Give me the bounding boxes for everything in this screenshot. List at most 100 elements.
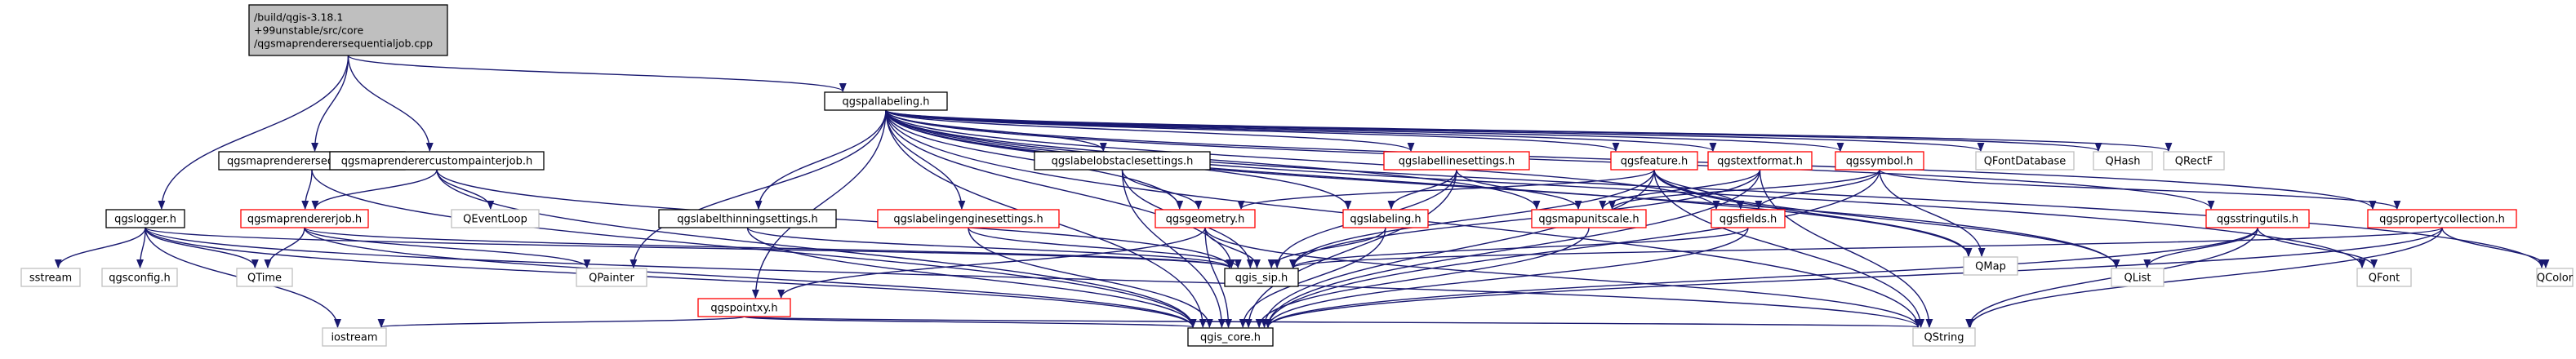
edge-qgsfeature-to-qgis_core — [1261, 169, 1655, 329]
edge-qgspallabeling-to-qgsfields — [885, 109, 1720, 211]
node-qgspropertycollection[interactable]: qgspropertycollection.h — [2367, 209, 2517, 228]
node-box-qgsgeometry — [1155, 209, 1256, 228]
edge-qgspallabeling-to-qrectf — [885, 109, 2172, 153]
node-label-qeventloop: QEventLoop — [463, 214, 527, 226]
node-box-qrectf — [2163, 151, 2225, 171]
edge-qgspropertycollection-to-qstring — [1966, 227, 2443, 329]
edge-qgsmaprendererjob-to-qpainter — [304, 227, 591, 269]
edge-qgssymbol-to-qgspropertycollection — [1879, 169, 2401, 211]
edge-qgspallabeling-to-qgspointxy — [751, 109, 887, 299]
edge-qgspallabeling-to-qpainter — [630, 109, 887, 269]
edge-qgsfeature-to-qmap — [1653, 169, 1973, 258]
node-qgsmapunitscale[interactable]: qgsmapunitscale.h — [1531, 209, 1647, 228]
node-label-qgslabellinesettings: qgslabellinesettings.h — [1399, 156, 1515, 168]
node-qgsfields[interactable]: qgsfields.h — [1711, 209, 1786, 228]
node-box-qgsstringutils — [2205, 209, 2310, 228]
node-box-qgslabelingenginesettings — [877, 209, 1060, 228]
node-label-qgsmapunitscale: qgsmapunitscale.h — [1538, 214, 1639, 226]
edge-qgslogger-to-qgis_core — [145, 227, 1197, 329]
node-qgis_sip[interactable]: qgis_sip.h — [1224, 268, 1299, 287]
node-box-qlist — [2111, 268, 2164, 287]
node-box-qgsfields — [1711, 209, 1786, 228]
node-box-qgslabeling — [1342, 209, 1429, 228]
node-box-qgsconfig — [101, 268, 178, 287]
edge-qgslogger-to-qgis_sip — [145, 227, 1233, 269]
node-qgsstringutils[interactable]: qgsstringutils.h — [2205, 209, 2310, 228]
edge-root-to-qgsmaprenderersequentialjob — [311, 55, 349, 153]
edge-qgssymbol-to-qgsmapunitscale — [1608, 169, 1880, 211]
edge-qgsmaprenderersequentialjob-to-qgsmaprendererjob — [301, 169, 313, 211]
edge-qgsgeometry-to-qgis_core — [1204, 227, 1232, 329]
node-box-qhash — [2093, 151, 2153, 171]
node-qeventloop: QEventLoop — [451, 209, 540, 228]
edge-root-to-qgslogger — [158, 55, 349, 211]
node-box-qpainter — [576, 268, 647, 287]
edge-qgslabelobstaclesettings-to-qgsgeometry — [1121, 169, 1203, 211]
node-label-qgspropertycollection: qgspropertycollection.h — [2379, 214, 2505, 226]
node-box-qgslabelobstaclesettings — [1034, 151, 1211, 171]
edge-qgspropertycollection-to-qcolor — [2441, 227, 2550, 269]
node-box-qmap — [1963, 256, 2018, 276]
node-qgspallabeling[interactable]: qgspallabeling.h — [824, 91, 948, 111]
edge-qgsfeature-to-qlist — [1653, 169, 2120, 269]
node-label-qmap: QMap — [1975, 261, 2006, 273]
node-box-iostream — [322, 327, 387, 347]
node-label-root-line-2: +99unstable/src/core — [254, 24, 363, 37]
node-qgslabellinesettings[interactable]: qgslabellinesettings.h — [1383, 151, 1530, 171]
node-qmap: QMap — [1963, 256, 2018, 276]
node-qgis_core[interactable]: qgis_core.h — [1187, 327, 1274, 347]
node-qlist: QList — [2111, 268, 2164, 287]
node-qgspointxy[interactable]: qgspointxy.h — [697, 298, 791, 317]
edge-qgslabeling-to-qgis_core — [1239, 227, 1386, 329]
node-label-qpainter: QPainter — [589, 273, 634, 285]
node-label-qgsmaprenderercustompainterjob: qgsmaprenderercustompainterjob.h — [341, 156, 532, 168]
node-qgslabelobstaclesettings[interactable]: qgslabelobstaclesettings.h — [1034, 151, 1211, 171]
edge-qgslogger-to-qstring — [145, 227, 1922, 329]
node-qgsmaprenderercustompainterjob[interactable]: qgsmaprenderercustompainterjob.h — [329, 151, 545, 171]
node-label-qgspointxy: qgspointxy.h — [710, 303, 777, 315]
node-box-qgstextformat — [1707, 151, 1813, 171]
node-qgsgeometry[interactable]: qgsgeometry.h — [1155, 209, 1256, 228]
node-qgsconfig: qgsconfig.h — [101, 268, 178, 287]
node-label-qgslogger: qgslogger.h — [114, 214, 176, 226]
node-box-qfont — [2356, 268, 2412, 287]
node-box-qcolor — [2536, 268, 2574, 287]
edge-qgsgeometry-to-qgis_sip — [1204, 227, 1261, 269]
node-root[interactable]: /build/qgis-3.18.1+99unstable/src/core/q… — [248, 4, 448, 56]
node-box-root — [248, 4, 448, 56]
node-qgslabelthinningsettings[interactable]: qgslabelthinningsettings.h — [658, 209, 837, 228]
node-box-qgslabellinesettings — [1383, 151, 1530, 171]
node-label-iostream: iostream — [331, 332, 377, 344]
edge-qgslogger-to-sstream — [54, 227, 146, 269]
edge-qgsfeature-to-qgis_sip — [1289, 169, 1655, 269]
node-label-qgsstringutils: qgsstringutils.h — [2217, 214, 2298, 226]
node-qpainter: QPainter — [576, 268, 647, 287]
node-box-qgsmaprenderercustompainterjob — [329, 151, 545, 171]
node-label-qgsfields: qgsfields.h — [1720, 214, 1777, 226]
edge-qgssymbol-to-qgsfields — [1755, 169, 1880, 211]
edge-qgspallabeling-to-qgsgeometry — [885, 109, 1184, 211]
node-box-qgssymbol — [1835, 151, 1924, 171]
edge-qgssymbol-to-qmap — [1879, 169, 1986, 258]
node-qgstextformat[interactable]: qgstextformat.h — [1707, 151, 1813, 171]
node-qfontdatabase: QFontDatabase — [1975, 151, 2075, 171]
node-label-qgsfeature: qgsfeature.h — [1621, 156, 1688, 168]
edges-layer — [54, 55, 2550, 329]
node-box-qgslogger — [105, 209, 185, 228]
edge-qgspallabeling-to-qgslabelingenginesettings — [885, 109, 966, 211]
node-label-qrectf: QRectF — [2175, 156, 2213, 168]
node-qgslabelingenginesettings[interactable]: qgslabelingenginesettings.h — [877, 209, 1060, 228]
node-qgslogger[interactable]: qgslogger.h — [105, 209, 185, 228]
node-label-qgis_core: qgis_core.h — [1200, 332, 1261, 344]
node-qgssymbol[interactable]: qgssymbol.h — [1835, 151, 1924, 171]
node-qgsfeature[interactable]: qgsfeature.h — [1610, 151, 1698, 171]
edge-qgslogger-to-qtime — [145, 227, 259, 269]
node-qgsmaprendererjob[interactable]: qgsmaprendererjob.h — [240, 209, 369, 228]
edge-qgsmaprendererjob-to-qgis_core — [304, 227, 1197, 329]
edge-qgspallabeling-to-qfontdatabase — [885, 109, 1984, 153]
node-qfont: QFont — [2356, 268, 2412, 287]
node-qgslabeling[interactable]: qgslabeling.h — [1342, 209, 1429, 228]
node-label-qlist: QList — [2124, 273, 2151, 285]
edge-qgsmaprendererjob-to-qtime — [264, 227, 305, 269]
